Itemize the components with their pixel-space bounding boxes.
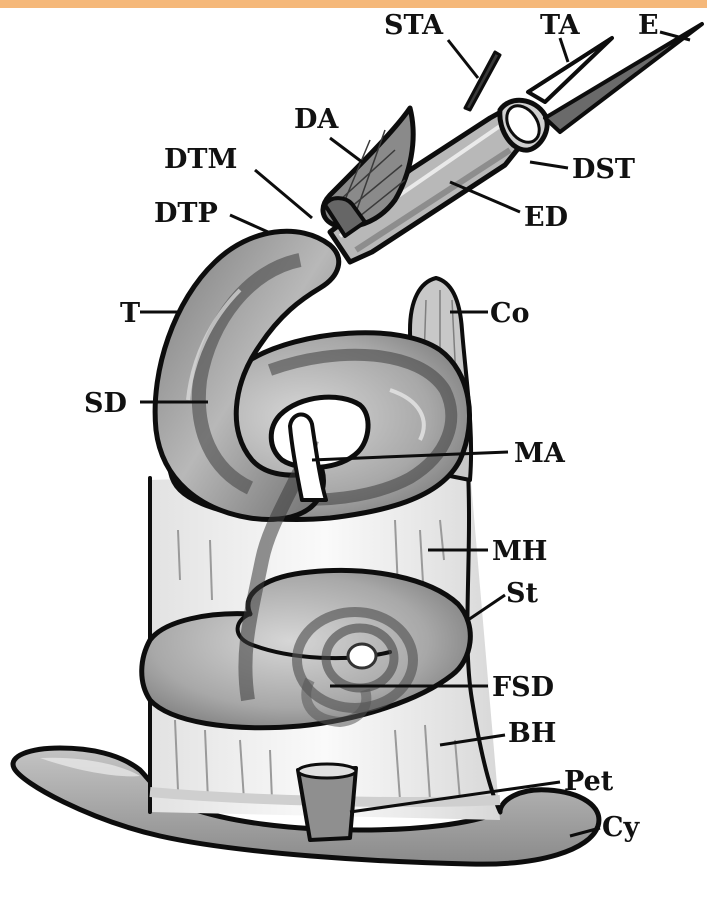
leader-dst xyxy=(530,162,568,168)
label-dtp: DTP xyxy=(154,198,218,229)
label-t: T xyxy=(120,298,140,329)
label-dst: DST xyxy=(572,154,635,185)
label-ed: ED xyxy=(524,202,568,233)
label-co: Co xyxy=(490,298,530,329)
label-pet: Pet xyxy=(564,766,614,797)
leader-dtm xyxy=(255,170,312,218)
label-mh: MH xyxy=(492,536,547,567)
leader-ta xyxy=(560,38,568,62)
spike-sta xyxy=(465,52,500,110)
label-da: DA xyxy=(294,104,339,135)
label-sd: SD xyxy=(84,388,127,419)
label-dtm: DTM xyxy=(164,144,237,175)
leader-sta xyxy=(448,40,478,78)
label-fsd: FSD xyxy=(492,672,554,703)
label-cy: Cy xyxy=(602,812,640,843)
leader-dtp xyxy=(230,215,268,232)
petiole xyxy=(298,764,356,840)
label-e: E xyxy=(638,10,659,41)
label-ma: MA xyxy=(514,438,566,469)
label-sta: STA xyxy=(384,10,444,41)
label-st: St xyxy=(506,578,538,609)
top-color-strip xyxy=(0,0,707,8)
label-ta: TA xyxy=(540,10,581,41)
leader-da xyxy=(330,138,362,162)
label-bh: BH xyxy=(508,718,556,749)
